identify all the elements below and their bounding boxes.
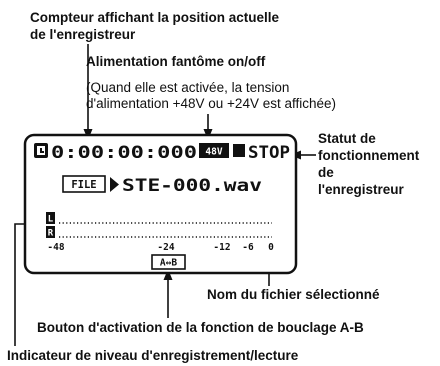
channel-l-label: L <box>48 215 54 225</box>
channel-r-badge <box>46 226 55 238</box>
scale-tick-minus12: -12 <box>213 242 230 253</box>
callout-status-line4: l'enregistreur <box>318 182 404 197</box>
ab-loop-button[interactable] <box>151 254 186 270</box>
file-tag-box <box>62 175 106 193</box>
phantom-power-voltage: 48V <box>205 147 222 158</box>
scale-tick-minus48: -48 <box>47 242 64 253</box>
ab-loop-button-label: A↔B <box>160 258 177 269</box>
channel-r-label: R <box>48 229 54 239</box>
callout-status-line2: fonctionnement <box>318 148 420 163</box>
callout-level-meter: Indicateur de niveau d'enregistrement/le… <box>7 348 299 363</box>
callout-filename: Nom du fichier sélectionné <box>207 287 380 302</box>
callout-ab-loop: Bouton d'activation de la fonction de bo… <box>37 320 364 335</box>
callout-phantom-note-line2: d'alimentation +48V ou +24V est affichée… <box>86 96 336 111</box>
scale-tick-minus6: -6 <box>242 242 254 253</box>
callout-phantom-title: Alimentation fantôme on/off <box>86 54 266 69</box>
callout-status-line3: de <box>318 165 334 180</box>
channel-l-badge <box>46 212 55 224</box>
clock-icon <box>34 143 48 158</box>
play-triangle-icon <box>110 177 119 192</box>
scale-tick-0: 0 <box>268 242 274 253</box>
stop-state-icon <box>233 144 245 157</box>
arrowhead-ab-loop <box>163 269 173 280</box>
scale-tick-minus24: -24 <box>157 242 174 253</box>
callout-status-line1: Statut de <box>318 131 376 146</box>
lcd-file-name: STE-000.wav <box>122 176 262 196</box>
callout-phantom-note-line1: (Quand elle est activée, la tension <box>86 80 289 95</box>
lcd-transport-state: STOP <box>248 143 290 163</box>
callout-counter-line2: de l'enregistreur <box>30 27 136 42</box>
phantom-power-badge <box>199 143 229 158</box>
file-tag-label: FILE <box>71 179 96 191</box>
callout-counter-line1: Compteur affichant la position actuelle <box>30 10 280 25</box>
lcd-screen-frame <box>23 133 298 275</box>
lcd-time-counter: 0:00:00:000 <box>51 143 197 163</box>
